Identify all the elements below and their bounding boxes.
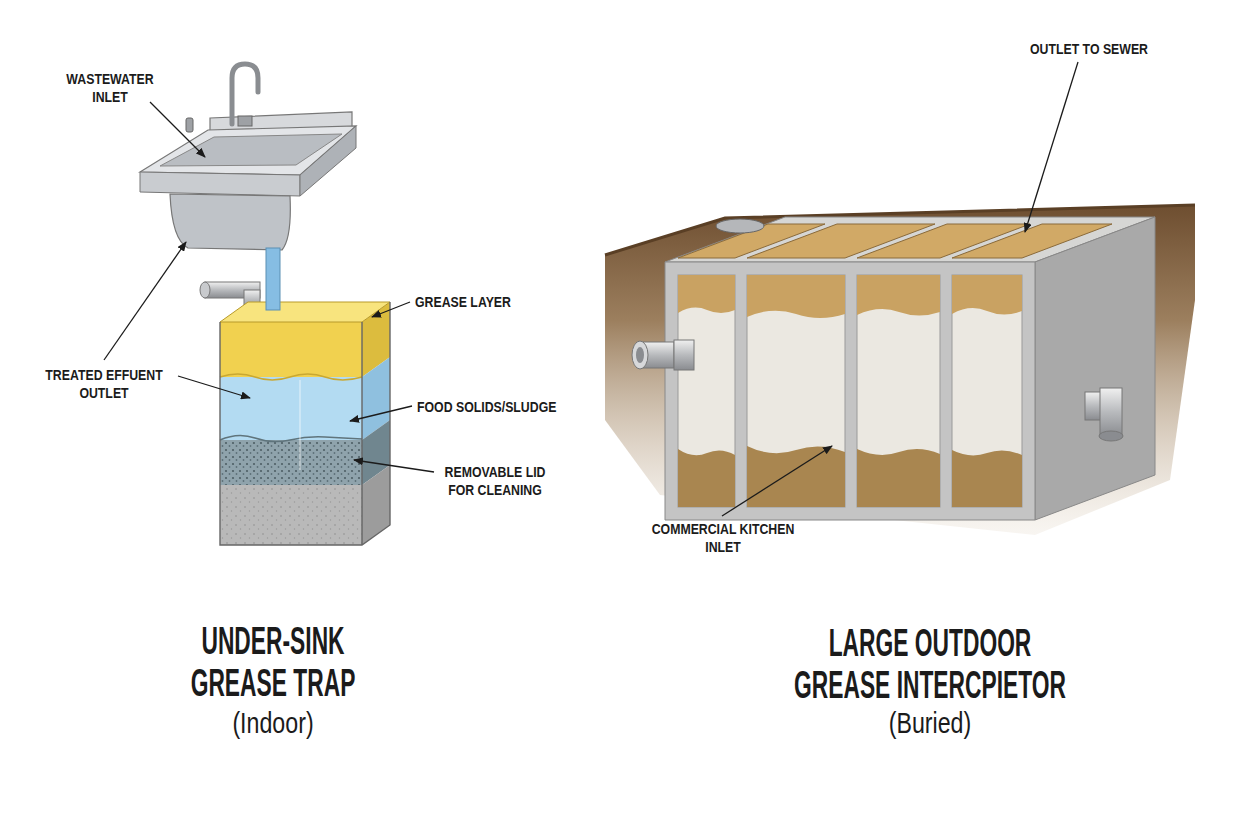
ground-section xyxy=(605,205,1195,535)
leader-lines xyxy=(722,62,1078,516)
callout-label: COMMERCIAL KITCHEN INLET xyxy=(643,520,804,556)
callout-label: FOOD SOLIDS/SLUDGE xyxy=(417,398,556,416)
interceptor-pipes xyxy=(632,340,1123,441)
figure-title: LARGE OUTDOOR GREASE INTERCPIETOR xyxy=(786,622,1074,706)
figure-subtitle: (Buried) xyxy=(842,706,1018,740)
callout-label: OUTLET TO SEWER xyxy=(1030,40,1148,58)
callout-label: WASTEWATER INLET xyxy=(59,70,161,106)
interceptor-tank xyxy=(665,217,1155,520)
callout-label: GREASE LAYER xyxy=(415,293,511,311)
callout-label: TREATED EFFUENT OUTLET xyxy=(38,366,169,402)
sink xyxy=(140,64,356,250)
figure-subtitle: (Indoor) xyxy=(185,706,361,740)
figure-title: UNDER-SINK GREASE TRAP xyxy=(183,620,363,704)
callout-label: REMOVABLE LID FOR CLEANING xyxy=(437,463,553,499)
leader-lines xyxy=(104,102,434,472)
